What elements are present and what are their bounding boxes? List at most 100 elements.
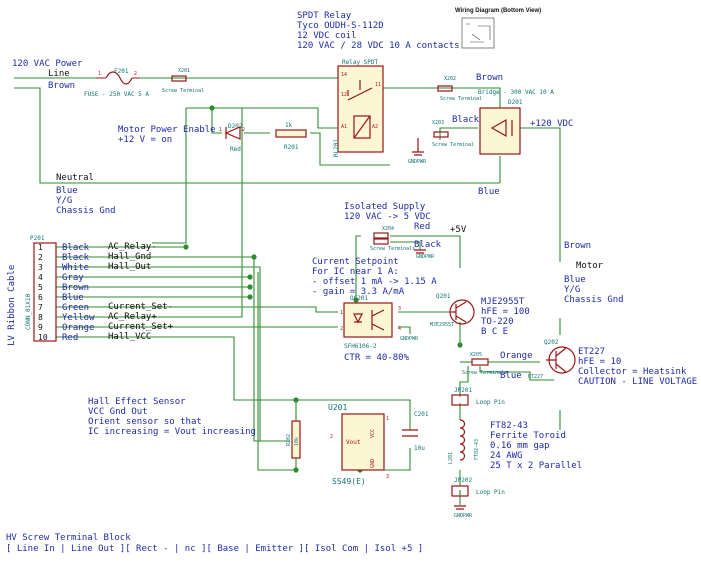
hall-sensor-note: Hall Effect Sensor VCC Gnd Out Orient se…	[88, 397, 256, 437]
svg-text:HV Screw Terminal Block: HV Screw Terminal Block	[6, 533, 131, 543]
svg-text:FUSE - 250 VAC 5 A: FUSE - 250 VAC 5 A	[84, 91, 149, 98]
p201-pin-number: 3	[38, 263, 43, 272]
svg-text:Screw Terminals: Screw Terminals	[462, 370, 507, 376]
svg-text:F201: F201	[114, 68, 129, 75]
svg-text:Loop Pin: Loop Pin	[476, 489, 505, 496]
resistor-r201: 1k R201	[275, 122, 307, 151]
svg-text:Current Setpoint: Current Setpoint	[312, 257, 399, 267]
svg-text:D202: D202	[228, 123, 243, 130]
blue-wire-right: Blue	[478, 187, 500, 197]
svg-text:10u: 10u	[414, 445, 425, 452]
svg-text:For IC near 1 A:: For IC near 1 A:	[312, 267, 399, 277]
svg-text:+120 VDC: +120 VDC	[530, 119, 573, 129]
svg-text:MJE2955T: MJE2955T	[481, 297, 525, 307]
svg-text:Screw Terminal: Screw Terminal	[432, 142, 474, 148]
svg-text:Brown: Brown	[48, 81, 75, 91]
svg-text:Screw Terminals: Screw Terminals	[370, 246, 415, 252]
p201-pin-number: 7	[38, 303, 43, 312]
p201-pin-color: Brown	[62, 283, 89, 293]
svg-text:U201: U201	[328, 403, 347, 412]
wiring-inset: Wiring Diagram (Bottom View)	[455, 8, 541, 49]
svg-text:4: 4	[398, 326, 401, 332]
resistor-r202: R202 10k	[286, 420, 301, 459]
svg-text:P201: P201	[30, 235, 45, 242]
svg-text:SS49(E): SS49(E)	[332, 477, 366, 486]
svg-text:Orange: Orange	[500, 351, 533, 361]
svg-text:X203: X203	[432, 120, 444, 126]
terminal-x205: X205 Screw Terminals Orange Blue	[462, 351, 533, 381]
svg-text:1: 1	[219, 127, 222, 133]
svg-text:120 VAC Power: 120 VAC Power	[12, 59, 83, 69]
svg-text:Collector = Heatsink: Collector = Heatsink	[578, 367, 687, 377]
p201-pin-number: 10	[38, 333, 48, 342]
svg-text:C201: C201	[414, 411, 429, 418]
svg-text:Brown: Brown	[476, 73, 503, 83]
p201-pin-net: Hall_Out	[108, 262, 151, 272]
svg-text:Y/G: Y/G	[564, 285, 580, 295]
svg-text:B C E: B C E	[481, 327, 508, 337]
svg-text:Loop Pin: Loop Pin	[476, 399, 505, 406]
svg-text:Relay SPDT: Relay SPDT	[342, 59, 379, 66]
p201-pin-number: 8	[38, 313, 43, 322]
svg-text:R202: R202	[286, 434, 292, 446]
p201-pin-color: White	[62, 263, 89, 273]
svg-text:X205: X205	[470, 352, 482, 358]
svg-text:Vout: Vout	[346, 439, 361, 446]
svg-text:R201: R201	[284, 144, 299, 151]
svg-text:3: 3	[386, 474, 389, 480]
svg-text:1: 1	[98, 71, 101, 77]
svg-text:Screw Terminal: Screw Terminal	[440, 96, 482, 102]
svg-text:12 VDC coil: 12 VDC coil	[297, 31, 357, 41]
svg-text:2: 2	[242, 127, 245, 133]
p201-pin-number: 2	[38, 253, 43, 262]
svg-text:ET227: ET227	[528, 374, 543, 380]
svg-text:SPDT Relay: SPDT Relay	[297, 11, 352, 21]
svg-text:Motor: Motor	[576, 261, 604, 271]
jumper-jp202: JP202 Loop Pin GNDPWR	[451, 477, 505, 519]
svg-text:JP201: JP201	[454, 387, 472, 394]
jumper-jp201: JP201 Loop Pin	[451, 387, 505, 406]
svg-text:LV Ribbon Cable: LV Ribbon Cable	[7, 265, 17, 346]
p201-pin-net: AC_Relay+	[108, 312, 157, 322]
svg-text:CAUTION - LINE VOLTAGE: CAUTION - LINE VOLTAGE	[578, 377, 697, 387]
svg-text:Tyco OUDH-S-112D: Tyco OUDH-S-112D	[297, 21, 384, 31]
svg-text:CTR = 40-80%: CTR = 40-80%	[344, 353, 410, 363]
svg-text:Motor Power Enable: Motor Power Enable	[118, 125, 216, 135]
p201-pin-color: Blue	[62, 293, 84, 303]
svg-text:SFH6106-2: SFH6106-2	[344, 343, 377, 350]
hall-sensor-u201: U201 VCC GND Vout 2 1 3 SS49(E)	[328, 403, 389, 486]
relay-rl201: Relay SPDT RL201 14 12 11 A1 A2	[333, 59, 384, 157]
transistor-q202: Q202 ET227 ET227 hFE = 10 Collector = He…	[528, 339, 697, 387]
p201-pin-3: 3 White Hall_Out	[38, 262, 151, 273]
svg-text:Q202: Q202	[544, 339, 559, 346]
connector-p201: P201 CONN_01X10 LV Ribbon Cable	[7, 235, 57, 346]
svg-text:2: 2	[330, 434, 333, 440]
svg-text:GND: GND	[370, 459, 376, 468]
svg-text:0.16 mm gap: 0.16 mm gap	[490, 441, 550, 451]
svg-text:- gain = 3.3 A/mA: - gain = 3.3 A/mA	[312, 287, 405, 297]
svg-text:IC increasing = Vout increasin: IC increasing = Vout increasing	[88, 427, 256, 437]
isolated-supply-note: Isolated Supply 120 VAC -> 5 VDC Red +5V…	[344, 202, 467, 260]
svg-text:+5V: +5V	[450, 225, 467, 235]
svg-text:11: 11	[375, 82, 381, 88]
svg-text:Screw Terminal: Screw Terminal	[162, 88, 204, 94]
svg-text:VCC Gnd Out: VCC Gnd Out	[88, 407, 148, 417]
svg-text:1: 1	[386, 416, 389, 422]
svg-text:Q201: Q201	[436, 293, 451, 300]
ac-input-labels: 120 VAC Power Line Brown Neutral Blue Y/…	[12, 59, 116, 216]
optocoupler-oc201: OC201 1 2 3 4 SFH6106-2 CTR = 40-80% GND…	[340, 295, 419, 363]
junctions	[183, 105, 463, 473]
svg-text:GNDPWR: GNDPWR	[416, 254, 435, 260]
svg-text:25 T x 2 Parallel: 25 T x 2 Parallel	[490, 461, 582, 471]
svg-text:Neutral: Neutral	[56, 173, 94, 183]
svg-text:24 AWG: 24 AWG	[490, 451, 523, 461]
svg-text:MJE2955T: MJE2955T	[430, 322, 454, 328]
svg-text:FT82-43: FT82-43	[490, 421, 528, 431]
p201-pin-color: Gray	[62, 273, 84, 283]
svg-text:ET227: ET227	[578, 347, 605, 357]
